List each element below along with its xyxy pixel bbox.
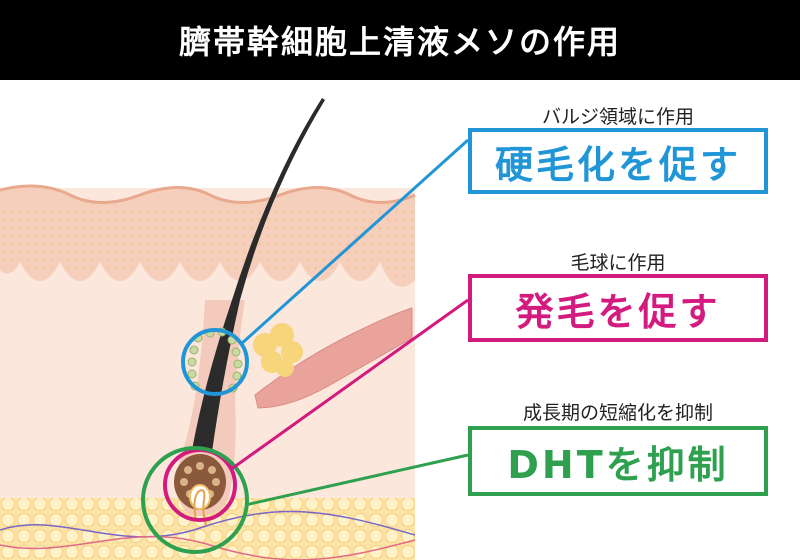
skin-surface-line — [0, 184, 416, 204]
nerve-line-2 — [0, 535, 416, 560]
page-title: 臍帯幹細胞上清液メソの作用 — [0, 0, 800, 80]
callout-box-bulge: 硬毛化を促す — [468, 128, 768, 194]
bulge-connector-line — [238, 138, 470, 347]
arrector-pili-muscle — [254, 307, 413, 409]
bulb-connector-line — [229, 298, 469, 472]
callout-box-bulb: 発毛を促す — [468, 274, 768, 342]
dht-connector-line — [244, 453, 469, 507]
bulge-highlight-circle — [181, 328, 249, 396]
dht-highlight-circle — [141, 446, 249, 554]
callout-box-dht: DHTを抑制 — [468, 426, 768, 496]
nerve-line-1 — [0, 510, 416, 538]
blood-vessel — [193, 489, 207, 526]
epidermis-dots — [0, 205, 415, 278]
sebaceous-gland — [253, 323, 303, 377]
callout-caption-dht: 成長期の短縮化を抑制 — [522, 402, 713, 424]
hair-follicle-illustration — [0, 98, 470, 560]
callout-caption-bulb: 毛球に作用 — [570, 252, 666, 274]
callout-caption-bulge: バルジ領域に作用 — [541, 106, 694, 128]
hair-shaft — [192, 98, 325, 452]
dermal-papilla — [189, 484, 211, 510]
